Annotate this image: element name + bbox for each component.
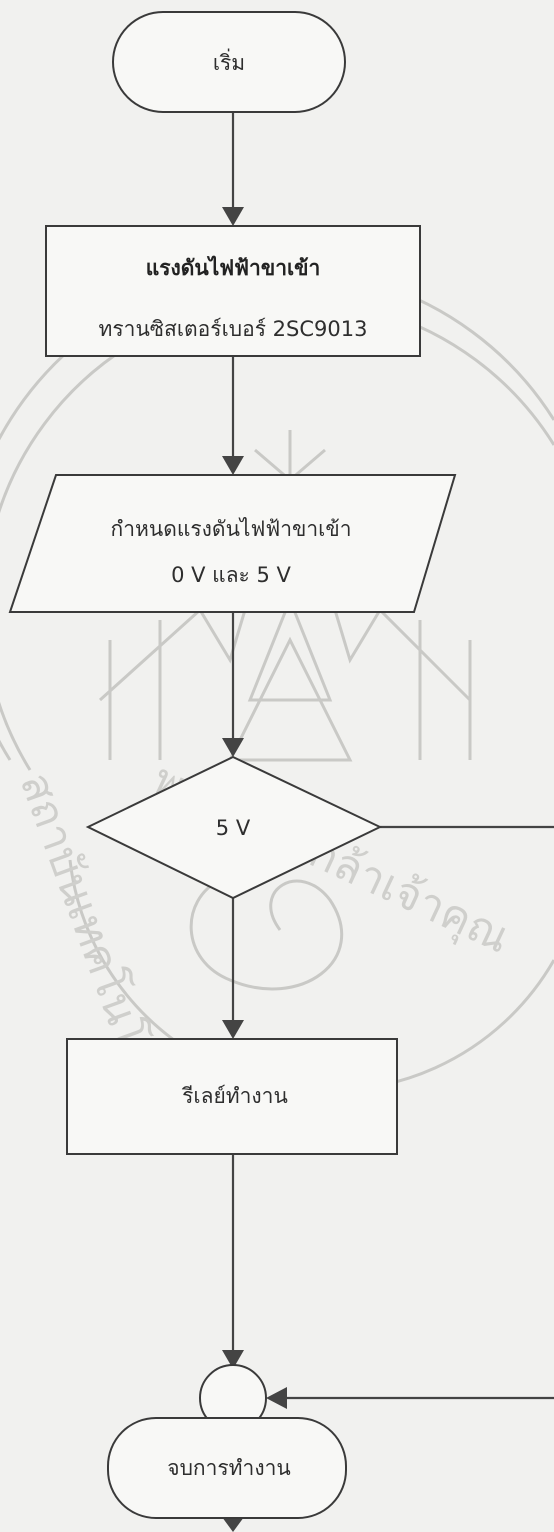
end-label: จบการทำงาน xyxy=(167,1456,290,1480)
decision-label: 5 V xyxy=(216,816,251,840)
input-process-line2: ทรานซิสเตอร์เบอร์ 2SC9013 xyxy=(99,317,368,341)
start-terminator: เริ่ม xyxy=(113,12,345,112)
relay-label: รีเลย์ทำงาน xyxy=(181,1084,287,1108)
input-voltage-process: แรงดันไฟฟ้าขาเข้า ทรานซิสเตอร์เบอร์ 2SC9… xyxy=(46,226,420,356)
start-label: เริ่ม xyxy=(213,48,245,75)
university-seal-watermark: สถาบันเทคโนโลยี พระจอมเกล้าเจ้าคุณ xyxy=(0,269,554,1103)
input-process-line1: แรงดันไฟฟ้าขาเข้า xyxy=(146,255,321,280)
set-voltage-line2: 0 V และ 5 V xyxy=(171,563,291,587)
set-voltage-io: กำหนดแรงดันไฟฟ้าขาเข้า 0 V และ 5 V xyxy=(10,475,455,612)
set-voltage-line1: กำหนดแรงดันไฟฟ้าขาเข้า xyxy=(111,517,352,541)
end-terminator: จบการทำงาน xyxy=(108,1418,346,1518)
relay-process: รีเลย์ทำงาน xyxy=(67,1039,397,1154)
